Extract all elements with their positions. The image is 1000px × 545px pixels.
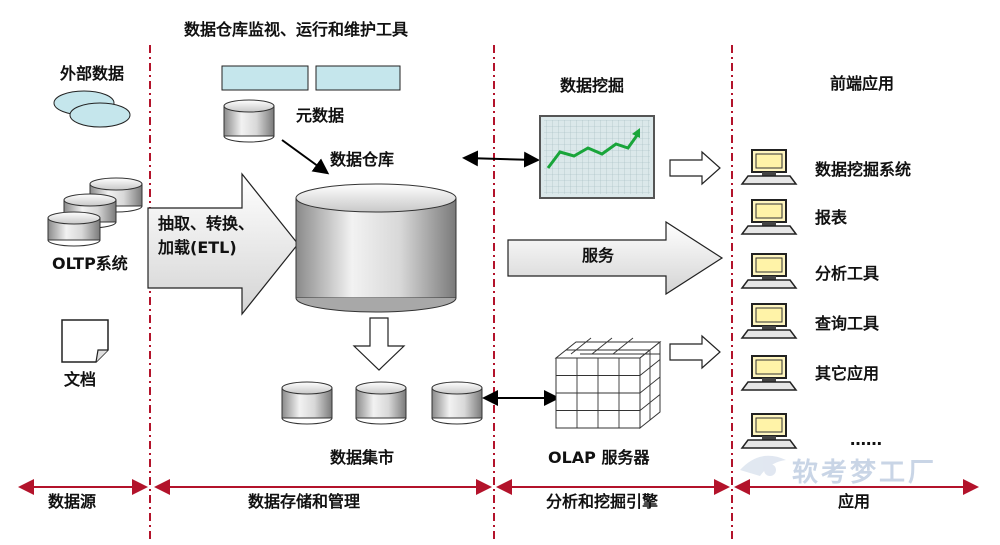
app-item-0: 数据挖掘系统 xyxy=(815,160,912,179)
olap-to-apps-arrow xyxy=(669,334,721,370)
computer-icon xyxy=(740,413,798,449)
app-item-3: 查询工具 xyxy=(815,314,880,333)
label-metadata: 元数据 xyxy=(296,106,345,125)
metadata-cylinder-icon xyxy=(223,99,275,143)
oltp-database-icon xyxy=(47,177,143,247)
app-item-4: 其它应用 xyxy=(815,364,880,383)
mining-chart-icon xyxy=(539,115,655,199)
label-frontend: 前端应用 xyxy=(830,74,895,93)
label-etl-1: 抽取、转换、 xyxy=(158,214,255,233)
tools-title: 数据仓库监视、运行和维护工具 xyxy=(184,20,409,39)
layer-label-sources: 数据源 xyxy=(48,492,97,511)
computer-icon xyxy=(740,199,798,235)
document-icon xyxy=(61,319,109,363)
app-item-5: …… xyxy=(850,430,882,449)
metadata-to-warehouse-arrow xyxy=(281,139,330,175)
computer-icon xyxy=(740,303,798,339)
data-mart-cylinders xyxy=(281,381,483,425)
layer-label-apps: 应用 xyxy=(838,492,871,511)
watermark: 软考梦工厂 xyxy=(792,458,938,488)
label-etl-2: 加载(ETL) xyxy=(158,238,237,257)
label-oltp: OLTP系统 xyxy=(52,254,128,273)
mining-to-apps-arrow xyxy=(669,150,721,186)
label-data-marts: 数据集市 xyxy=(330,448,395,467)
computer-icon xyxy=(740,149,798,185)
etl-arrow xyxy=(147,172,299,316)
label-olap-server: OLAP 服务器 xyxy=(548,448,650,467)
layer-dividers xyxy=(149,45,733,540)
label-external-data: 外部数据 xyxy=(60,64,125,83)
olap-cube-icon xyxy=(554,337,662,430)
label-service: 服务 xyxy=(582,246,615,265)
service-arrow xyxy=(507,220,724,296)
warehouse-cylinder-icon xyxy=(295,183,457,313)
computer-icons xyxy=(740,149,798,449)
warehouse-to-marts-arrow xyxy=(352,317,406,371)
warehouse-mining-link xyxy=(462,150,540,168)
layer-label-storage: 数据存储和管理 xyxy=(248,492,361,511)
tools-bar-2 xyxy=(315,65,401,91)
label-documents: 文档 xyxy=(64,370,97,389)
watermark-logo-icon xyxy=(740,455,786,476)
external-data-icon xyxy=(53,90,131,128)
computer-icon xyxy=(740,355,798,391)
label-data-mining: 数据挖掘 xyxy=(560,76,625,95)
layer-label-engine: 分析和挖掘引擎 xyxy=(546,492,659,511)
label-warehouse: 数据仓库 xyxy=(330,150,395,169)
computer-icon xyxy=(740,253,798,289)
app-item-1: 报表 xyxy=(815,208,848,227)
tools-bar-1 xyxy=(221,65,309,91)
app-item-2: 分析工具 xyxy=(815,264,880,283)
